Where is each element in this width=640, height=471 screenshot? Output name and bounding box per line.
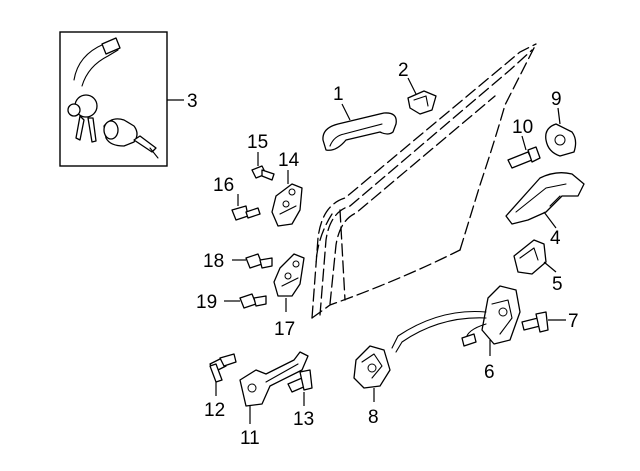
handle-cover	[407, 77, 437, 115]
door-check	[239, 351, 309, 424]
callout-11: 11	[240, 428, 260, 449]
striker	[545, 107, 577, 157]
key-cylinder-kit	[59, 31, 184, 167]
callout-8: 8	[368, 407, 379, 428]
handle-bezel	[513, 239, 557, 275]
callout-7: 7	[568, 311, 579, 332]
callout-19: 19	[196, 292, 217, 313]
hinge-bolt-16	[231, 194, 261, 221]
hinge-bolt-15	[251, 152, 275, 181]
callout-6: 6	[484, 362, 495, 383]
callout-14: 14	[278, 150, 300, 171]
callout-5: 5	[552, 274, 563, 295]
callout-17: 17	[274, 319, 295, 340]
lock-actuator	[353, 345, 391, 402]
callout-2: 2	[398, 60, 409, 81]
callout-13: 13	[293, 409, 314, 430]
callout-1: 1	[333, 84, 344, 105]
door-outline	[311, 43, 537, 319]
callout-18: 18	[203, 251, 224, 272]
door-latch	[391, 285, 521, 356]
callout-15: 15	[247, 132, 268, 153]
callout-3: 3	[187, 91, 198, 112]
inside-handle	[505, 172, 585, 229]
latch-bolt	[521, 311, 566, 333]
lower-hinge	[273, 253, 305, 312]
upper-hinge	[271, 170, 303, 227]
striker-bolt	[507, 135, 541, 169]
callout-12: 12	[204, 400, 225, 421]
callout-10: 10	[512, 117, 533, 138]
hinge-bolt-19	[224, 293, 267, 309]
check-bolt-13	[287, 369, 313, 406]
hinge-bolt-18	[232, 253, 273, 269]
callout-16: 16	[213, 175, 234, 196]
outside-handle	[322, 103, 397, 151]
check-bolt-12	[209, 353, 237, 396]
callout-9: 9	[551, 89, 562, 110]
callout-4: 4	[550, 228, 561, 249]
